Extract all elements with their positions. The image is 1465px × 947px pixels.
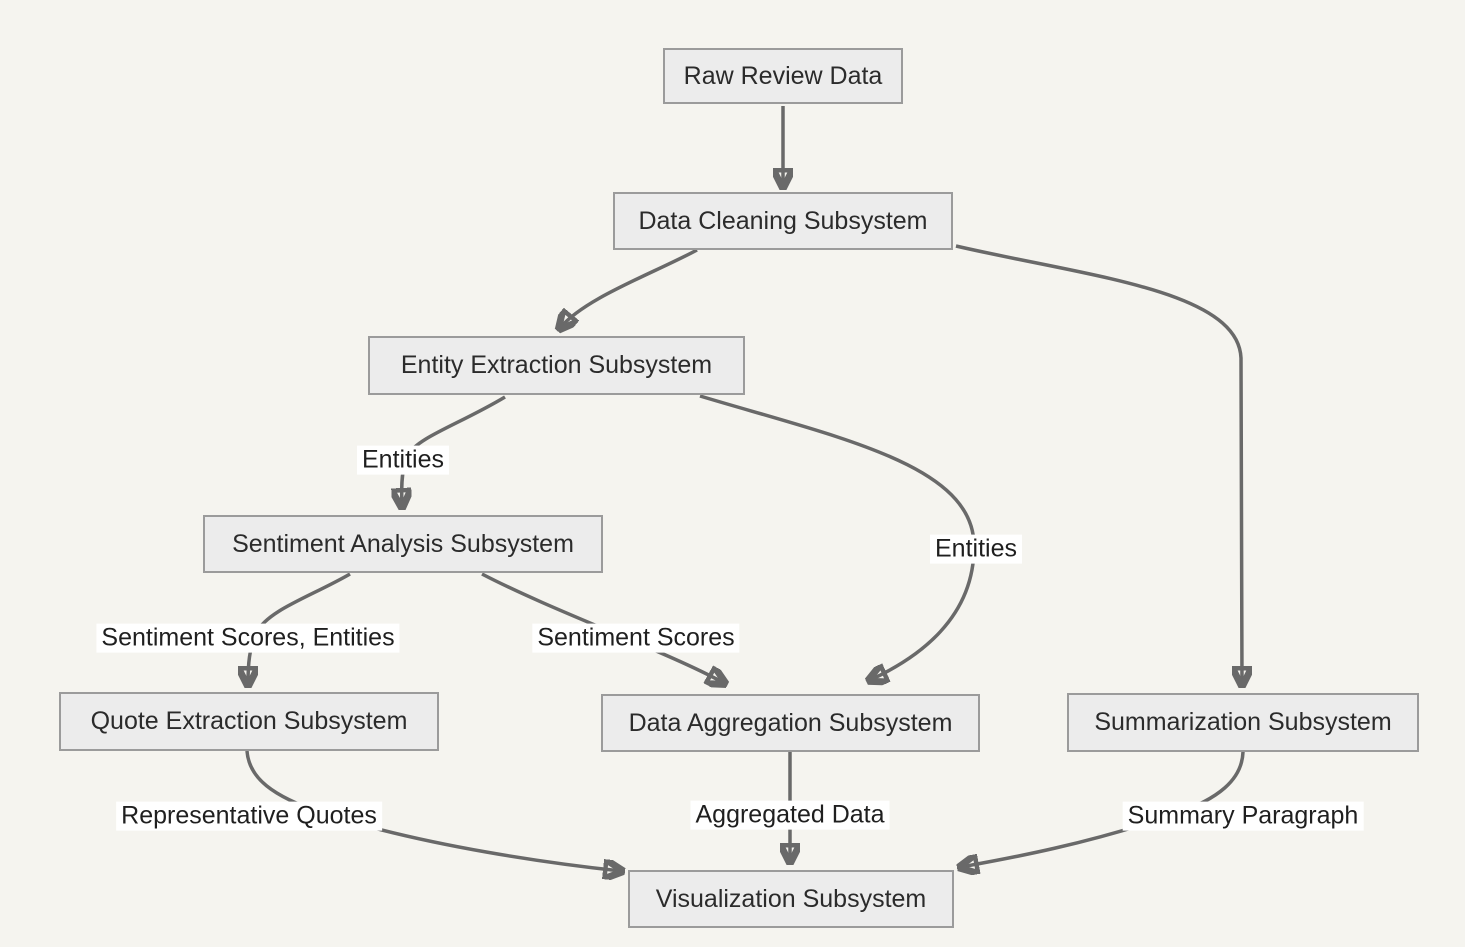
edge-data-cleaning-to-entity-extraction xyxy=(560,248,698,328)
edge-label-representative-quotes: Representative Quotes xyxy=(116,801,382,831)
node-raw-review-data: Raw Review Data xyxy=(663,48,903,104)
edge-label-sentiment-scores-entities: Sentiment Scores, Entities xyxy=(96,623,400,653)
edge-entity-extraction-to-data-aggregation xyxy=(699,394,976,680)
edge-label-aggregated-data: Aggregated Data xyxy=(690,800,890,830)
node-data-cleaning-subsystem: Data Cleaning Subsystem xyxy=(613,192,953,250)
edge-label-sentiment-scores: Sentiment Scores xyxy=(532,623,740,653)
edge-label-summary-paragraph: Summary Paragraph xyxy=(1122,801,1364,831)
edge-data-cleaning-to-summarization xyxy=(955,244,1242,684)
node-entity-extraction-subsystem: Entity Extraction Subsystem xyxy=(368,336,745,395)
node-summarization-subsystem: Summarization Subsystem xyxy=(1067,693,1419,752)
node-visualization-subsystem: Visualization Subsystem xyxy=(628,870,954,928)
edge-label-entities-right: Entities xyxy=(930,534,1022,564)
node-sentiment-analysis-subsystem: Sentiment Analysis Subsystem xyxy=(203,515,603,573)
edge-label-entities-left: Entities xyxy=(357,445,449,475)
node-data-aggregation-subsystem: Data Aggregation Subsystem xyxy=(601,694,980,752)
node-quote-extraction-subsystem: Quote Extraction Subsystem xyxy=(59,692,439,751)
